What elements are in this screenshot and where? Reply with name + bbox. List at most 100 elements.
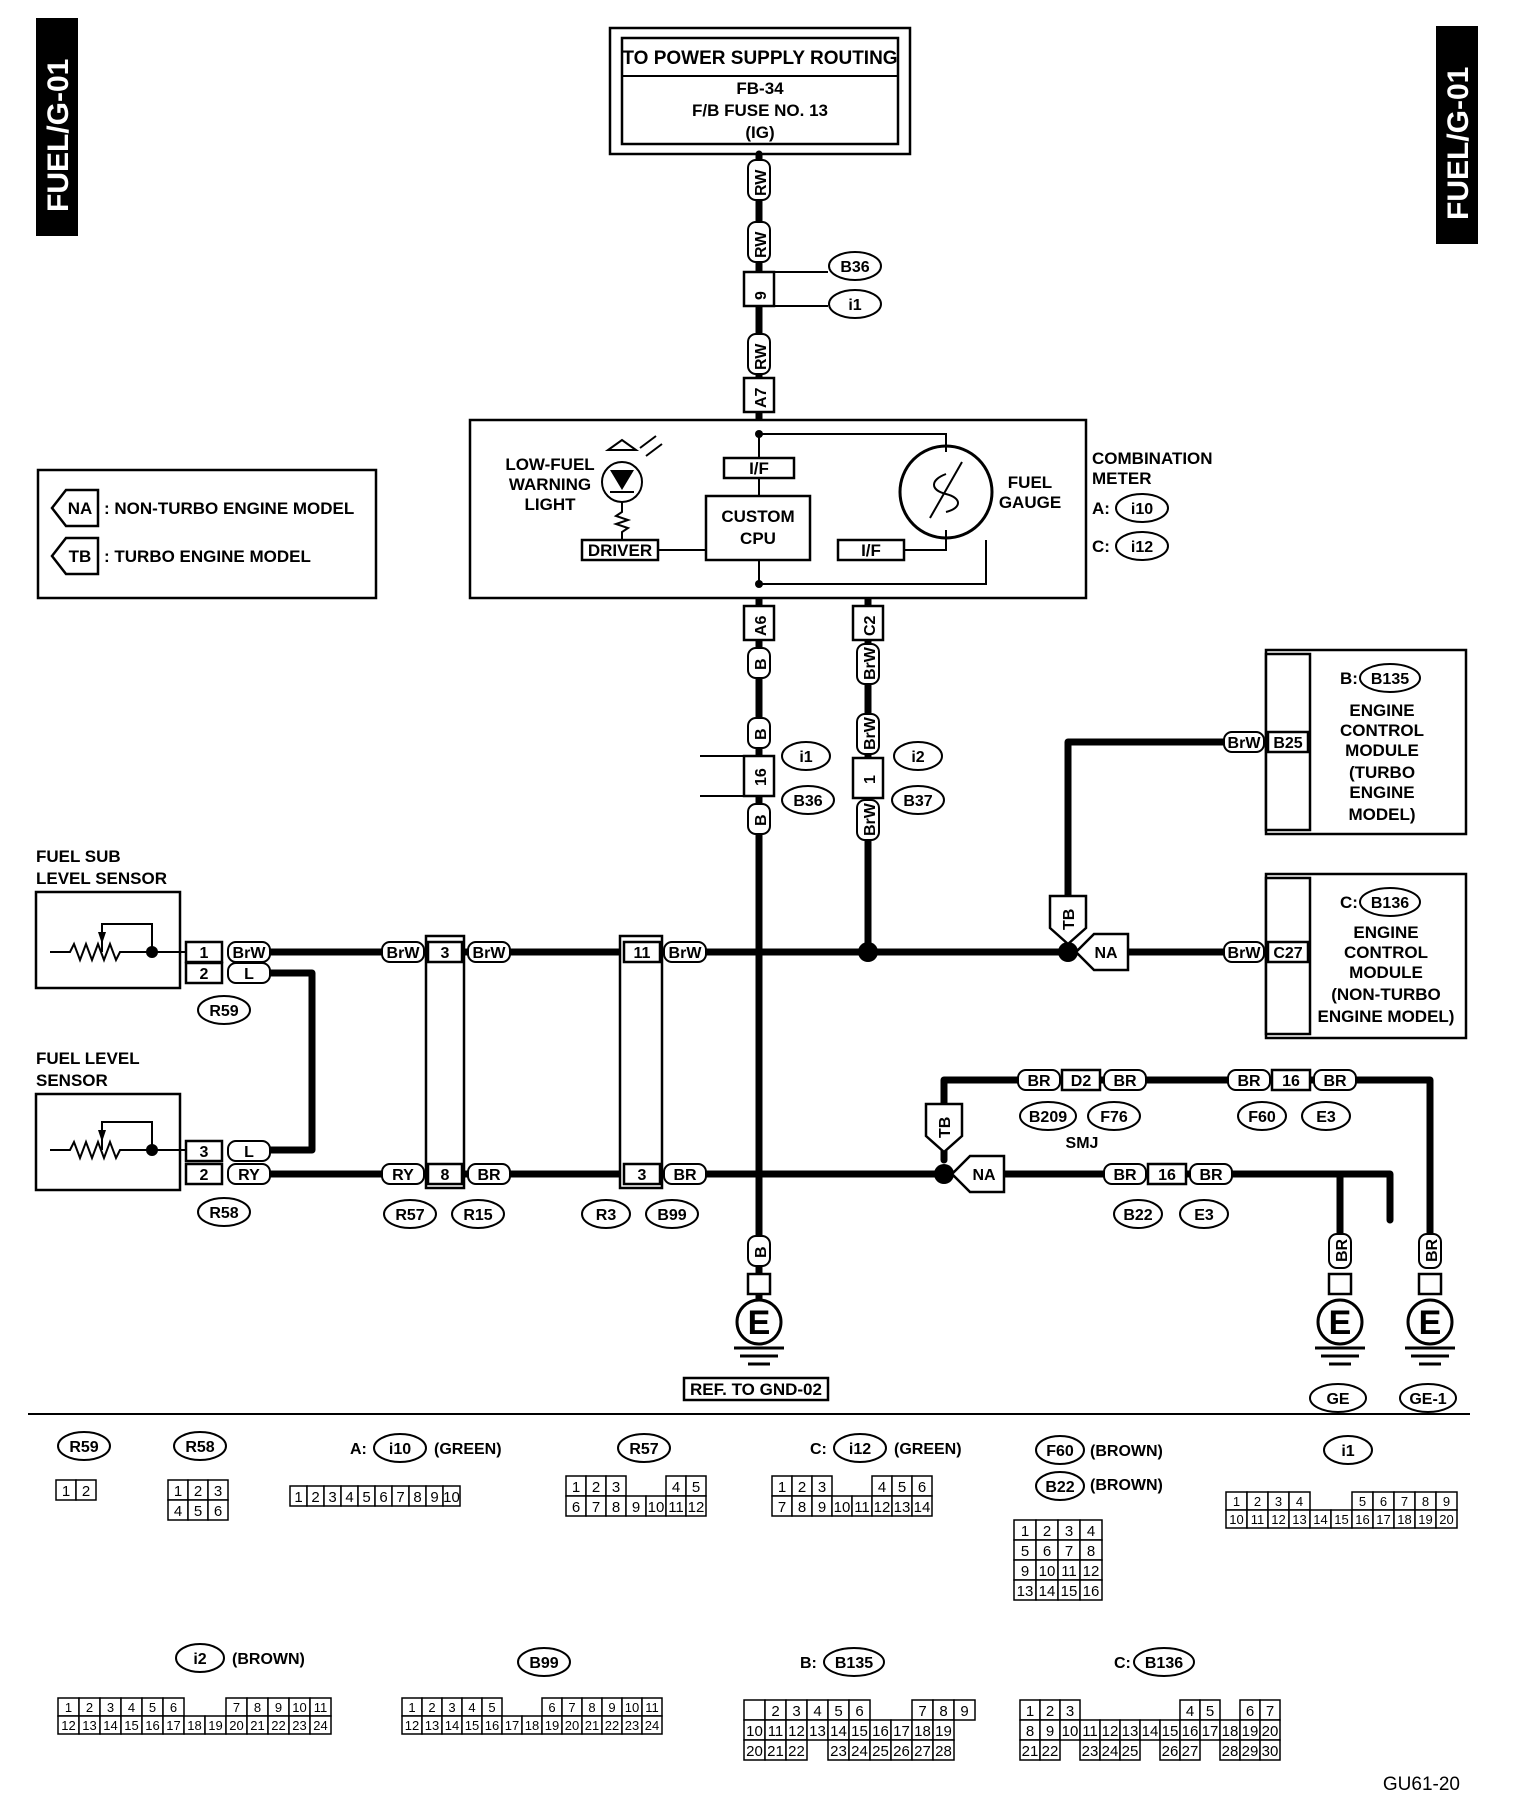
svg-text:C2: C2	[862, 615, 879, 636]
wire-label-brw-1: BrW	[856, 643, 880, 685]
svg-text:2: 2	[1254, 1494, 1261, 1509]
svg-text:NA: NA	[1094, 945, 1118, 962]
svg-text:BR: BR	[477, 1167, 501, 1184]
svg-text:1: 1	[408, 1700, 415, 1715]
svg-text:4: 4	[813, 1703, 821, 1720]
pinout-r57-header: R57	[617, 1433, 671, 1463]
svg-text:C:: C:	[1114, 1655, 1131, 1672]
svg-text:6: 6	[572, 1499, 580, 1516]
svg-text:20: 20	[229, 1718, 243, 1733]
svg-text:3: 3	[818, 1479, 826, 1496]
svg-text:GE-1: GE-1	[1409, 1391, 1446, 1408]
svg-text:5: 5	[834, 1703, 842, 1720]
svg-text:B209: B209	[1029, 1109, 1067, 1126]
svg-text:21: 21	[250, 1718, 264, 1733]
svg-text:6: 6	[379, 1489, 387, 1506]
svg-text:C27: C27	[1273, 945, 1302, 962]
meter-name: COMBINATION METER A: i10 C: i12	[1092, 449, 1213, 561]
svg-text:20: 20	[1262, 1723, 1279, 1740]
svg-text:23: 23	[1082, 1743, 1099, 1760]
svg-text:3: 3	[1065, 1523, 1073, 1540]
svg-text:A:: A:	[1092, 499, 1110, 518]
svg-text:B136: B136	[1145, 1655, 1183, 1672]
svg-text:B37: B37	[903, 793, 932, 810]
svg-text:DRIVER: DRIVER	[588, 541, 652, 560]
svg-text:A7: A7	[753, 387, 770, 408]
svg-text:7: 7	[778, 1499, 786, 1516]
tb-arrow-ground: TB	[924, 1102, 964, 1154]
svg-text:6: 6	[1246, 1703, 1254, 1720]
svg-text:8: 8	[939, 1703, 947, 1720]
wire-label-rw-2: RW	[747, 221, 771, 263]
svg-text:BrW: BrW	[473, 945, 507, 962]
svg-text:11: 11	[314, 1700, 328, 1715]
svg-text:BR: BR	[1424, 1238, 1441, 1262]
svg-text:10: 10	[625, 1700, 639, 1715]
svg-text:(TURBO: (TURBO	[1349, 763, 1415, 782]
svg-text:10: 10	[1062, 1723, 1079, 1740]
svg-text:10: 10	[648, 1499, 665, 1516]
svg-text:17: 17	[505, 1718, 519, 1733]
svg-text:B135: B135	[835, 1655, 873, 1672]
svg-text:16: 16	[1083, 1583, 1100, 1600]
svg-text:LEVEL SENSOR: LEVEL SENSOR	[36, 869, 167, 888]
page-tag-left: FUEL/G-01	[36, 18, 78, 236]
svg-text:B136: B136	[1371, 895, 1409, 912]
svg-text:1: 1	[62, 1483, 70, 1500]
svg-text:BR: BR	[673, 1167, 697, 1184]
svg-text:8: 8	[254, 1700, 261, 1715]
svg-text:BrW: BrW	[387, 945, 421, 962]
svg-text:ENGINE: ENGINE	[1349, 783, 1414, 802]
svg-text:15: 15	[851, 1723, 868, 1740]
svg-text:3: 3	[328, 1489, 336, 1506]
svg-text:7: 7	[233, 1700, 240, 1715]
svg-text:7: 7	[1065, 1543, 1073, 1560]
svg-text:27: 27	[914, 1743, 931, 1760]
svg-text:7: 7	[592, 1499, 600, 1516]
svg-text:(BROWN): (BROWN)	[232, 1651, 305, 1668]
pinout-b22-header: B22 (BROWN)	[1035, 1471, 1163, 1501]
svg-text:14: 14	[445, 1718, 459, 1733]
svg-text:BR: BR	[1334, 1238, 1351, 1262]
svg-text:30: 30	[1262, 1743, 1279, 1760]
wire-label-br-ge: BR	[1328, 1233, 1352, 1269]
svg-text:1: 1	[65, 1700, 72, 1715]
svg-text:CONTROL: CONTROL	[1340, 721, 1424, 740]
na-arrow-ecm: NA	[1074, 932, 1130, 972]
svg-text:18: 18	[914, 1723, 931, 1740]
connector-d2: BR D2 BR B209 F76 SMJ	[1017, 1068, 1147, 1152]
svg-text:16: 16	[1158, 1167, 1176, 1184]
svg-text:20: 20	[565, 1718, 579, 1733]
pinout-i12-header: C: i12 (GREEN)	[810, 1433, 962, 1463]
svg-text:16: 16	[753, 768, 770, 786]
svg-text:29: 29	[1242, 1743, 1259, 1760]
svg-text:BrW: BrW	[233, 945, 267, 962]
wire-label-b-3: B	[747, 803, 771, 835]
svg-text:F76: F76	[1100, 1109, 1128, 1126]
svg-text:3: 3	[1066, 1703, 1074, 1720]
svg-text:R15: R15	[463, 1207, 492, 1224]
svg-text:B: B	[753, 658, 770, 670]
svg-text:28: 28	[935, 1743, 952, 1760]
svg-text:1: 1	[200, 945, 209, 962]
svg-text:A:: A:	[350, 1441, 367, 1458]
svg-text:10: 10	[1229, 1512, 1243, 1527]
svg-text:11: 11	[634, 945, 651, 962]
svg-text:26: 26	[1162, 1743, 1179, 1760]
svg-text:10: 10	[443, 1489, 460, 1506]
svg-text:2: 2	[82, 1483, 90, 1500]
power-supply-title: TO POWER SUPPLY ROUTING	[622, 48, 897, 69]
svg-text:10: 10	[746, 1723, 763, 1740]
svg-text:9: 9	[1021, 1563, 1029, 1580]
svg-text:7: 7	[1266, 1703, 1274, 1720]
svg-text:14: 14	[1142, 1723, 1159, 1740]
svg-text:B99: B99	[529, 1655, 558, 1672]
svg-text:E3: E3	[1194, 1207, 1214, 1224]
svg-text:9: 9	[1443, 1494, 1450, 1509]
svg-text:SENSOR: SENSOR	[36, 1071, 108, 1090]
wire-label-b-ground: B	[747, 1235, 771, 1267]
svg-text:COMBINATION: COMBINATION	[1092, 449, 1213, 468]
svg-text:CONTROL: CONTROL	[1344, 943, 1428, 962]
